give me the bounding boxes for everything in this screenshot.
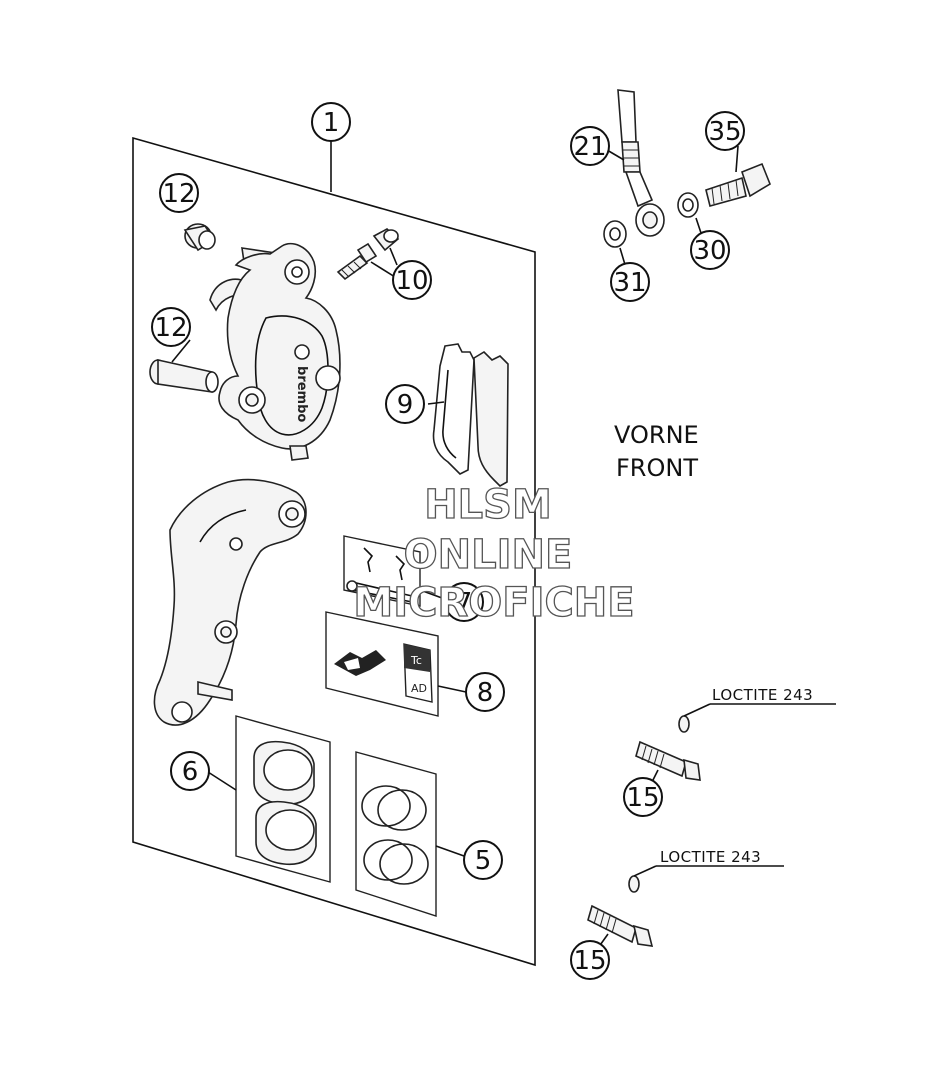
decal-text-bottom: AD [411,682,427,695]
callout-15-top-number: 15 [626,783,659,813]
watermark-line-1: HLSM [424,482,552,528]
callout-7-number: 7 [456,588,473,618]
callout-15-bottom-number: 15 [573,946,606,976]
piston-card-large [207,715,331,883]
callout-12-top: 12 [159,173,199,213]
decal-text-top: Tc [410,654,422,667]
callout-8: 8 [465,672,505,712]
callout-31-number: 31 [613,268,646,298]
callout-5-number: 5 [475,846,492,876]
callout-9: 9 [385,384,425,424]
caliper-bracket-part [153,478,307,726]
callout-6-number: 6 [182,757,199,787]
label-vorne: VORNE [614,421,699,449]
callout-7: 7 [444,582,484,622]
caliper-pin-part [149,339,219,393]
pin-kit-card [343,535,443,607]
callout-9-number: 9 [397,390,414,420]
callout-15-bottom: 15 [570,940,610,980]
bushing-cap-part [183,223,216,252]
callout-6: 6 [170,751,210,791]
bolt-lower-part [587,865,784,949]
callout-35-number: 35 [708,117,741,147]
callout-35: 35 [705,111,745,151]
callout-12-bottom: 12 [151,307,191,347]
bolt-upper-part [635,703,836,787]
callout-30: 30 [690,230,730,270]
callout-5: 5 [463,840,503,880]
label-loctite-upper: LOCTITE 243 [712,686,813,704]
bleed-valve-part [336,228,400,281]
label-front: FRONT [616,454,698,482]
callout-21: 21 [570,126,610,166]
callout-21-number: 21 [573,132,606,162]
watermark-line-2: ONLINE [404,532,573,578]
callout-8-number: 8 [477,678,494,708]
callout-15-top: 15 [623,777,663,817]
caliper-logo: brembo [294,366,309,422]
label-loctite-lower: LOCTITE 243 [660,848,761,866]
brake-caliper-part: brembo [209,242,341,461]
callout-12-top-number: 12 [162,179,195,209]
callout-30-number: 30 [693,236,726,266]
brake-pads-part [427,343,509,487]
seal-card [355,751,465,917]
callout-10-number: 10 [395,266,428,296]
callout-12-bottom-number: 12 [154,313,187,343]
callout-1-number: 1 [323,108,340,138]
decal-card: Tc AD [325,611,467,717]
watermark-line-3: MICROFICHE [353,580,634,626]
kit-panel [132,136,536,967]
callout-10: 10 [392,260,432,300]
brake-line-assembly [603,89,771,269]
callout-1: 1 [311,102,351,142]
callout-31: 31 [610,262,650,302]
